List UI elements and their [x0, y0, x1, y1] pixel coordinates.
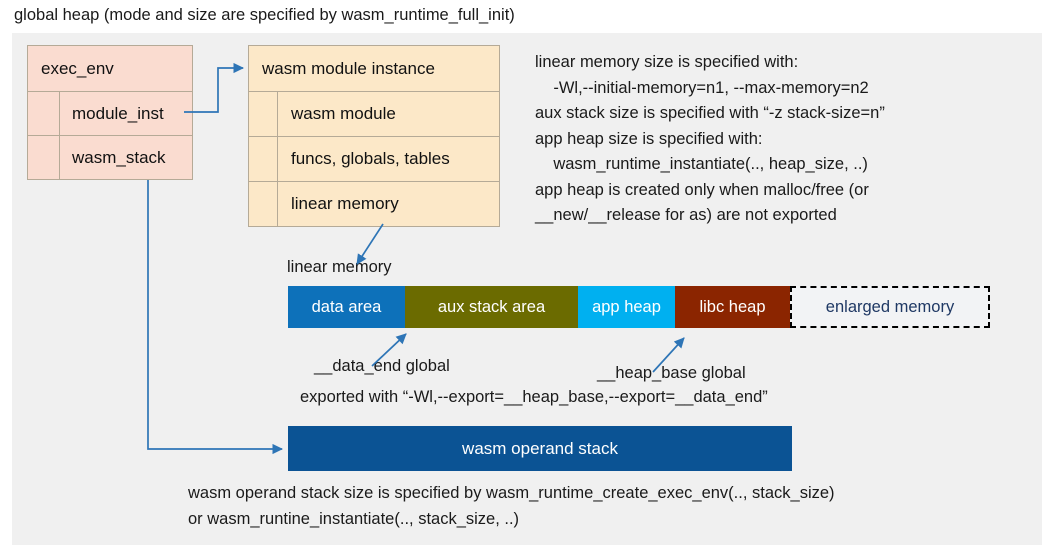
exec-env-row-label: wasm_stack — [72, 147, 166, 167]
wmi-row-funcs-globals-tables: funcs, globals, tables — [248, 137, 500, 182]
annotation-data-end: __data_end global — [314, 357, 450, 375]
annotation-exported-with: exported with “-Wl,--export=__heap_base,… — [300, 388, 768, 406]
memory-segment-data-area: data area — [288, 286, 405, 328]
memory-segment-label: data area — [311, 297, 382, 316]
exec-env-row-module-inst: module_inst — [27, 92, 193, 136]
linear-memory-info-text: linear memory size is specified with: -W… — [535, 53, 885, 224]
memory-segment-label: libc heap — [699, 297, 766, 316]
wasm-operand-stack-label: wasm operand stack — [462, 438, 618, 458]
memory-segment-label: enlarged memory — [825, 297, 955, 316]
memory-segment-libc-heap: libc heap — [675, 286, 790, 328]
exec-env-box: exec_env module_inst wasm_stack — [27, 45, 193, 180]
exec-env-header: exec_env — [27, 45, 193, 92]
wmi-row-wasm-module: wasm module — [248, 92, 500, 137]
linear-memory-bar-label: linear memory — [287, 258, 392, 276]
wasm-module-instance-header: wasm module instance — [248, 45, 500, 92]
wmi-row-label: wasm module — [291, 104, 396, 123]
wmi-row-label: linear memory — [291, 194, 399, 213]
wmi-row-linear-memory: linear memory — [248, 182, 500, 227]
memory-segment-aux-stack-area: aux stack area — [405, 286, 578, 328]
wasm-module-instance-header-label: wasm module instance — [262, 58, 435, 78]
wmi-gutter — [249, 137, 278, 181]
wasm-operand-stack-box: wasm operand stack — [288, 426, 792, 471]
memory-segment-label: aux stack area — [437, 297, 546, 316]
exec-env-row-label: module_inst — [72, 103, 164, 123]
exec-env-gutter — [28, 92, 60, 135]
page-title: global heap (mode and size are specified… — [14, 6, 515, 24]
memory-segment-enlarged-memory: enlarged memory — [790, 286, 990, 328]
wmi-gutter — [249, 182, 278, 226]
annotation-heap-base: __heap_base global — [597, 364, 746, 382]
wasm-module-instance-box: wasm module instance wasm module funcs, … — [248, 45, 500, 227]
wmi-row-label: funcs, globals, tables — [291, 149, 450, 168]
wmi-gutter — [249, 92, 278, 136]
operand-stack-note: wasm operand stack size is specified by … — [188, 484, 835, 528]
exec-env-header-label: exec_env — [41, 58, 114, 78]
memory-segment-app-heap: app heap — [578, 286, 675, 328]
exec-env-gutter — [28, 136, 60, 179]
memory-segment-label: app heap — [592, 297, 661, 316]
exec-env-row-wasm-stack: wasm_stack — [27, 136, 193, 180]
